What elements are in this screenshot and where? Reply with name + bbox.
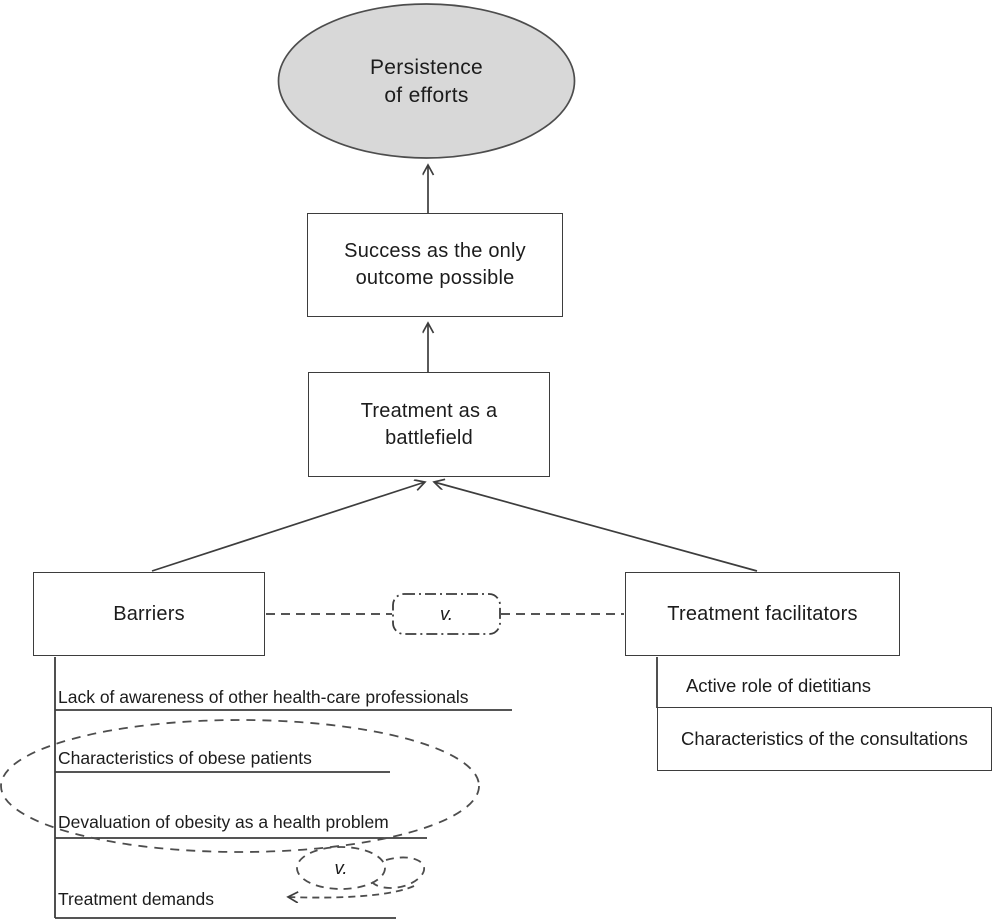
barrier-group-dashed-ellipse (0, 719, 480, 853)
versus-small-ellipse-shape (296, 846, 386, 890)
battlefield-box: Treatment as a battlefield (308, 372, 550, 477)
barrier-item-devaluation: Devaluation of obesity as a health probl… (58, 812, 389, 832)
barrier-item-lack-of-awareness: Lack of awareness of other health-care p… (58, 687, 469, 707)
versus-loop-dashed-curve (371, 856, 425, 889)
dashed-arrow-to-treatment-demands (288, 885, 415, 898)
versus-box-label: v. (439, 602, 454, 624)
arrow-facilitators-to-battlefield (434, 482, 758, 572)
facilitator-item-consultations-box: Characteristics of the consultations (657, 707, 992, 771)
facilitators-box: Treatment facilitators (625, 572, 900, 656)
barrier-item-treatment-demands: Treatment demands (58, 889, 214, 909)
success-box: Success as the only outcome possible (307, 213, 563, 317)
persistence-ellipse-shape (277, 3, 576, 159)
arrow-barriers-to-battlefield (151, 482, 425, 572)
versus-small-label: v. (334, 856, 348, 878)
facilitator-item-active-role: Active role of dietitians (685, 674, 872, 696)
barriers-box: Barriers (33, 572, 265, 656)
barrier-item-obese-patients: Characteristics of obese patients (58, 748, 312, 768)
persistence-ellipse-label: Persistence of efforts (369, 55, 484, 107)
versus-box-shape (392, 593, 501, 635)
